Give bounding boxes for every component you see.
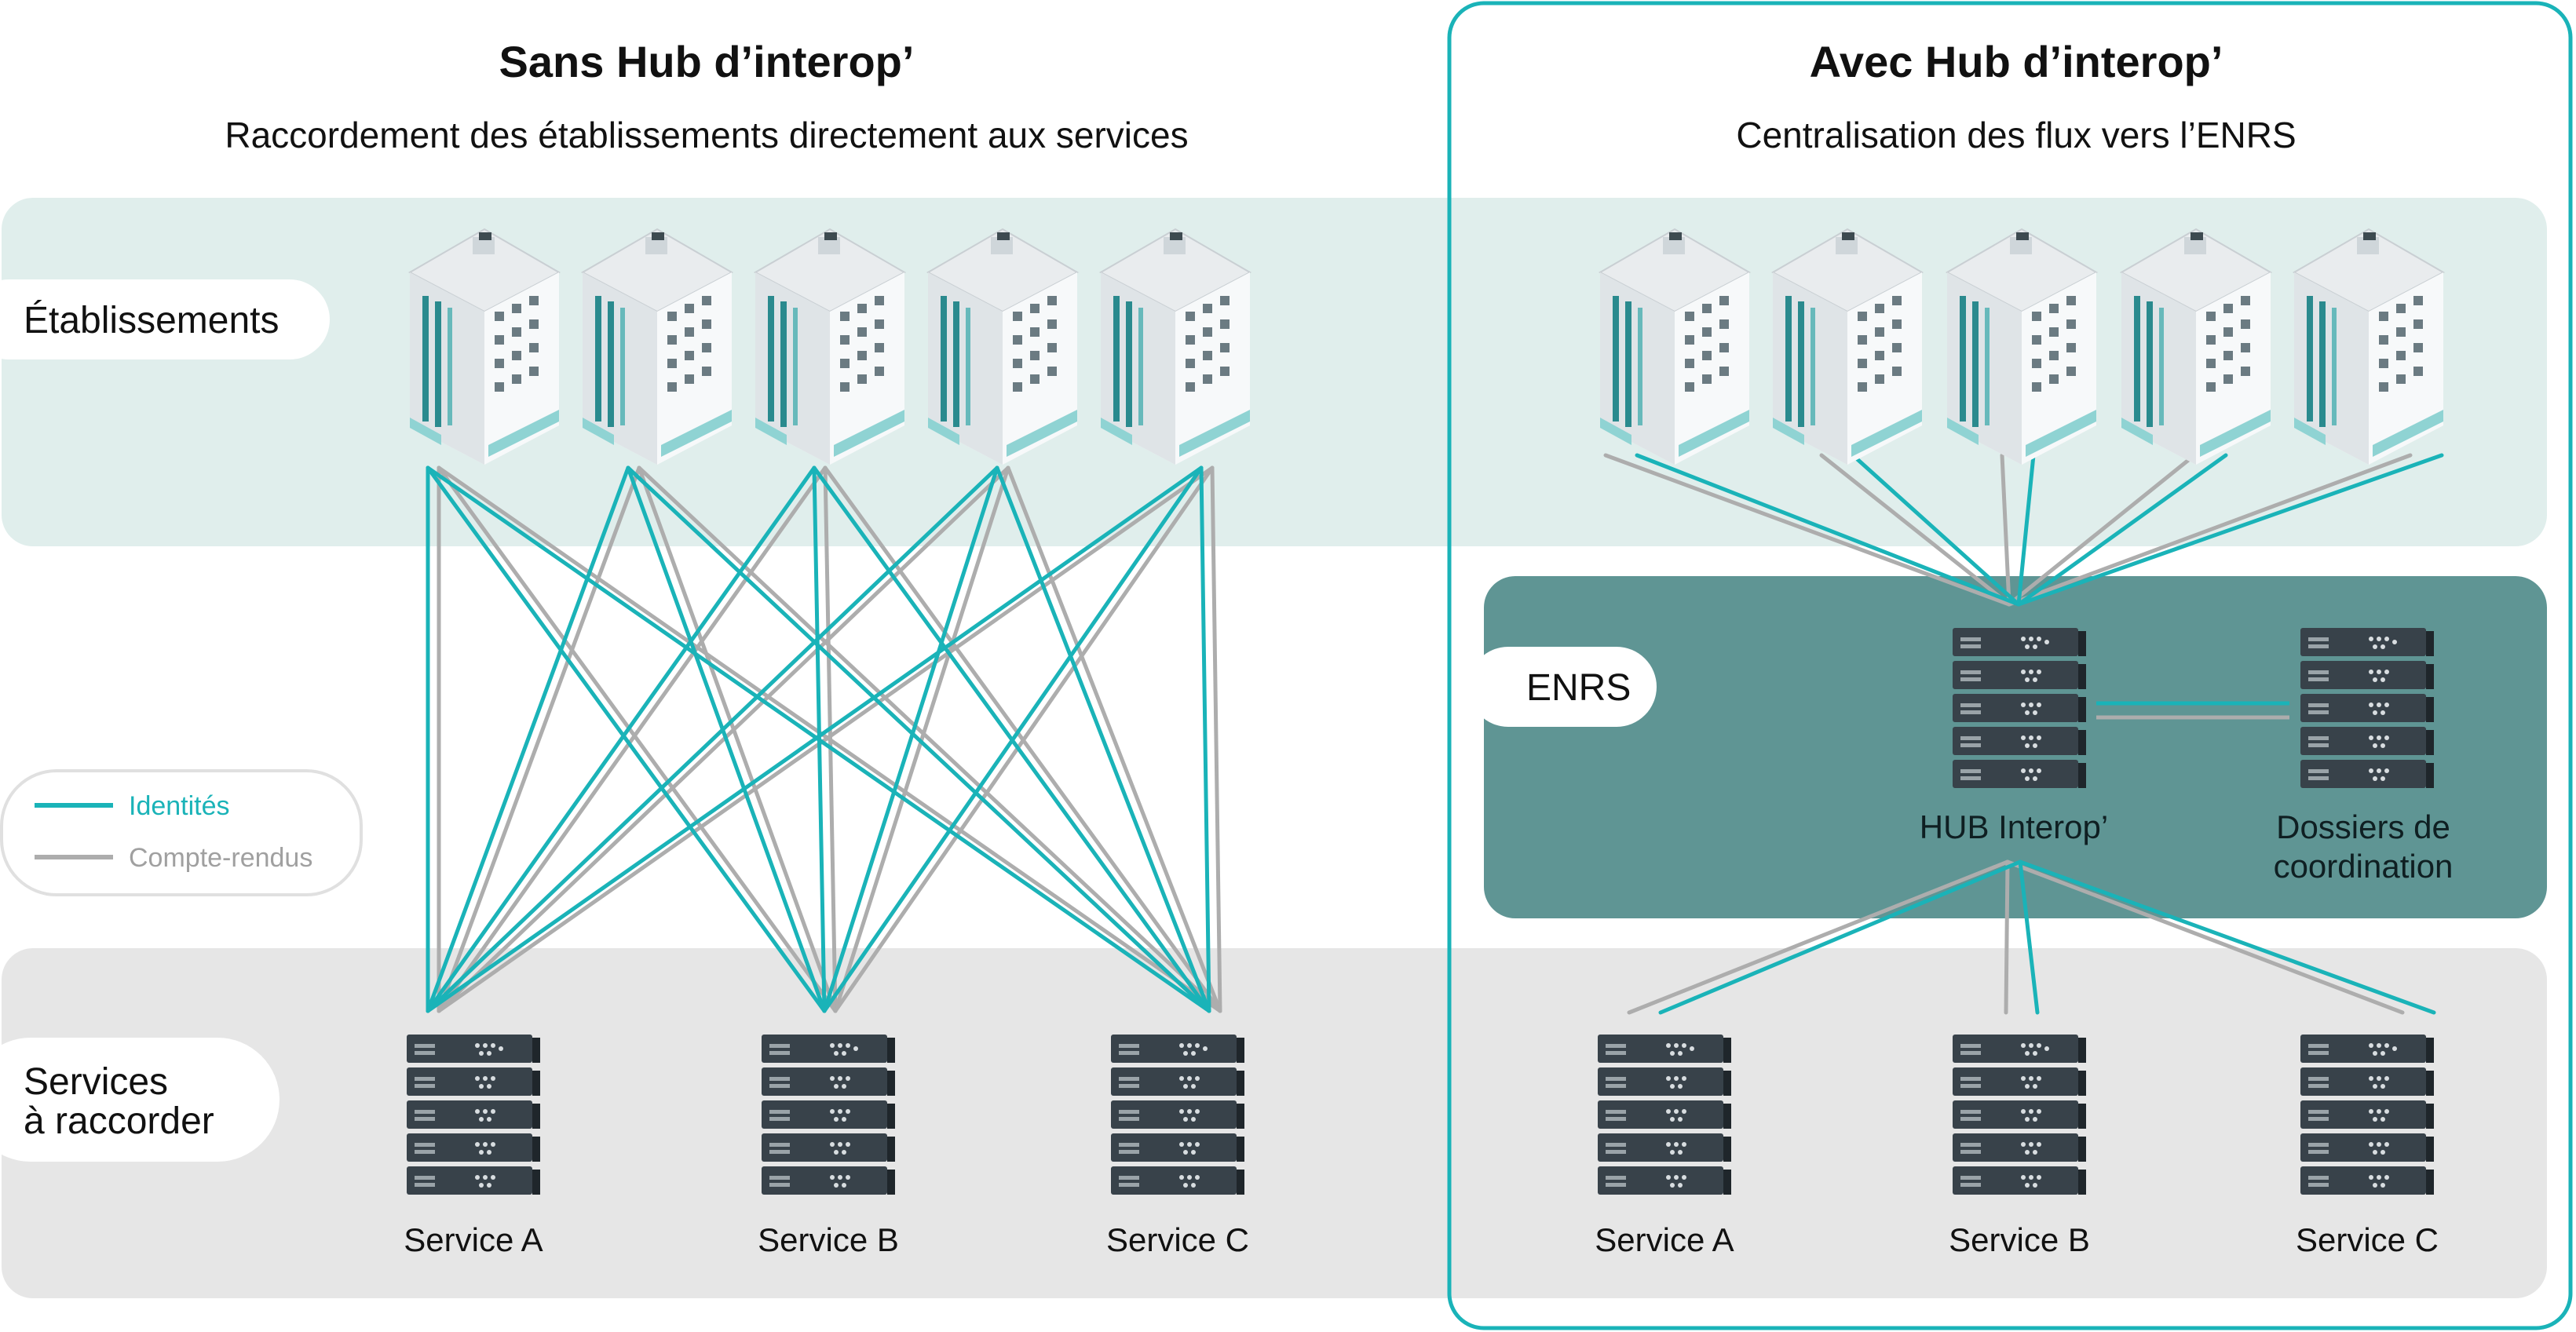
hub-connections (1603, 453, 2444, 1015)
hub-label: HUB Interop’ (1920, 808, 2108, 845)
compte-rendus-link (823, 465, 838, 1013)
services-label-line1: Services (24, 1061, 168, 1103)
enrs-pill (1468, 647, 1657, 727)
building-icon (1946, 228, 2097, 465)
building-icon (582, 228, 733, 465)
identites-link (426, 465, 1204, 1013)
building-icon (409, 228, 560, 465)
building-icon (1772, 228, 1923, 465)
dossiers-label-line1: Dossiers de (2276, 808, 2450, 845)
compte-rendus-link (1603, 453, 2011, 607)
compte-rendus-link (637, 465, 838, 1013)
compte-rendus-link (1819, 453, 2011, 607)
legend-comptes-rendus-label: Compte-rendus (129, 843, 312, 873)
building-icon (1100, 228, 1251, 465)
building-icon (2293, 228, 2444, 465)
services-label-line2: à raccorder (24, 1100, 214, 1142)
server-icon (2300, 1035, 2434, 1195)
server-icon (1953, 628, 2086, 788)
service-c-label: Service C (1106, 1221, 1249, 1258)
compte-rendus-link (437, 465, 1215, 1013)
identites-link (822, 465, 1204, 1013)
services-pill (0, 1038, 280, 1162)
hub-panel-border (1447, 1, 2573, 1330)
compte-rendus-link (437, 465, 641, 1013)
identites-link (426, 465, 999, 1013)
identites-link (2016, 453, 2036, 607)
identites-link (426, 465, 827, 1013)
identites-link (2018, 859, 2436, 1015)
identites-link (2018, 859, 2040, 1015)
identites-link (626, 465, 827, 1013)
enrs-label: ENRS (1526, 667, 1631, 709)
building-icon (1599, 228, 1750, 465)
service-b-label: Service B (758, 1221, 899, 1258)
service-b-label: Service B (1949, 1221, 2090, 1258)
etablissements-pill (0, 279, 330, 359)
left-panel-subtitle: Raccordement des établissements directem… (225, 115, 1188, 155)
right-panel-subtitle: Centralisation des flux vers l’ENRS (1736, 115, 2296, 155)
compte-rendus-link (1627, 859, 2010, 1015)
dossiers-label-line2: coordination (2274, 848, 2454, 885)
left-panel-title: Sans Hub d’interop’ (499, 37, 915, 86)
identites-link (1199, 465, 1211, 1013)
compte-rendus-link (2007, 453, 2413, 607)
server-icon (407, 1035, 540, 1195)
building-icon (927, 228, 1078, 465)
identites-link (812, 465, 827, 1013)
identites-link (1635, 453, 2021, 607)
identites-link (426, 465, 817, 1013)
compte-rendus-link (2007, 453, 2197, 607)
identites-link (2016, 453, 2228, 607)
identites-link (426, 465, 630, 1013)
identites-link (822, 465, 999, 1013)
identites-link (2016, 453, 2444, 607)
server-icon (1111, 1035, 1244, 1195)
server-icon (1953, 1035, 2086, 1195)
building-icon (2121, 228, 2271, 465)
identites-link (1851, 453, 2021, 607)
compte-rendus-link (437, 465, 828, 1013)
compte-rendus-link (1006, 465, 1222, 1013)
service-c-label: Service C (2296, 1221, 2439, 1258)
compte-rendus-link (833, 465, 1010, 1013)
building-icon (755, 228, 905, 465)
server-icon (762, 1035, 895, 1195)
compte-rendus-link (833, 465, 1215, 1013)
compte-rendus-link (437, 465, 1010, 1013)
server-icon (1598, 1035, 1731, 1195)
compte-rendus-link (2005, 859, 2405, 1015)
compte-rendus-link (1210, 465, 1222, 1013)
direct-connections (426, 465, 1222, 1013)
identites-link (995, 465, 1211, 1013)
identites-link (626, 465, 1211, 1013)
services-band (2, 948, 2547, 1298)
etablissements-label: Établissements (24, 300, 279, 341)
service-a-label: Service A (404, 1221, 543, 1258)
compte-rendus-link (2004, 859, 2010, 1015)
service-a-label: Service A (1595, 1221, 1734, 1258)
identites-link (1658, 859, 2022, 1015)
server-icon (2300, 628, 2434, 788)
right-panel-title: Avec Hub d’interop’ (1810, 37, 2223, 86)
legend-box (0, 769, 363, 896)
compte-rendus-link (2000, 453, 2011, 607)
compte-rendus-link (637, 465, 1222, 1013)
compte-rendus-link (437, 465, 838, 1013)
legend-identites-label: Identités (129, 791, 230, 821)
